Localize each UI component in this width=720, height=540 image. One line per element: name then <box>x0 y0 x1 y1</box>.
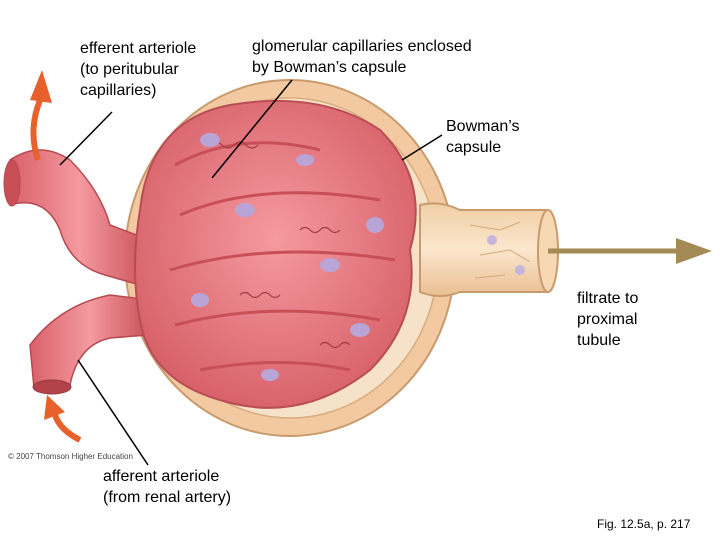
glomerular-leader-line <box>211 79 293 179</box>
efferent-arteriole-label: efferent arteriole (to peritubular capil… <box>80 40 197 99</box>
copyright-notice: © 2007 Thomson Higher Education <box>8 452 133 461</box>
glomerular-capillaries-label: glomerular capillaries enclosed by Bowma… <box>252 38 472 76</box>
figure-reference: Fig. 12.5a, p. 217 <box>597 517 691 531</box>
efferent-flow-arrow <box>30 70 52 161</box>
leader-lines <box>59 79 443 466</box>
bowmans-capsule-label: Bowman’s capsule <box>446 118 520 156</box>
efferent-leader-line <box>59 111 113 166</box>
bowman-leader-line <box>401 134 443 161</box>
glomerular-capillaries <box>134 99 417 409</box>
afferent-arteriole-label: afferent arteriole (from renal artery) <box>103 468 232 506</box>
afferent-flow-arrow <box>44 395 82 443</box>
filtrate-flow-arrow <box>548 238 712 264</box>
filtrate-label: filtrate to proximal tubule <box>577 290 639 349</box>
efferent-arteriole <box>3 149 151 286</box>
proximal-tubule <box>419 202 559 297</box>
afferent-leader-line <box>77 359 149 466</box>
